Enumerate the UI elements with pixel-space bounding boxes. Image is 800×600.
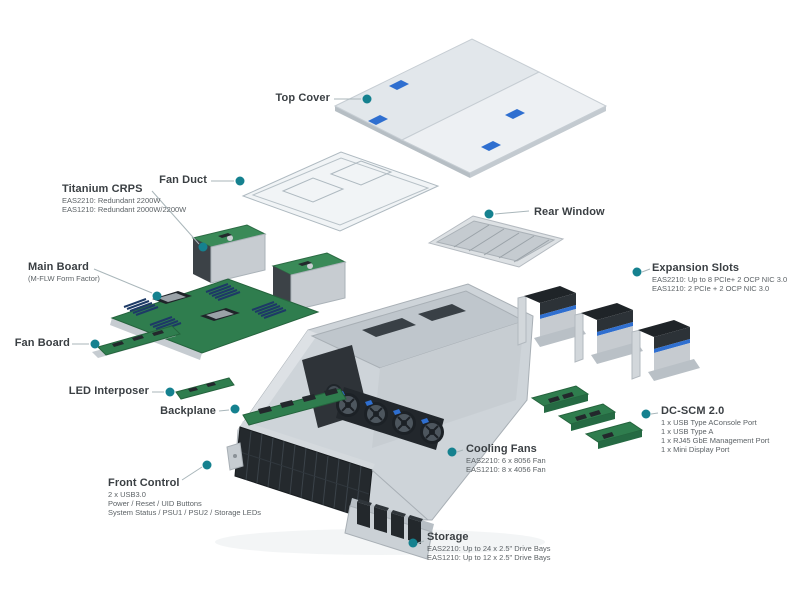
callout-title-storage: Storage [427,531,469,543]
callout-cooling-fans: Cooling Fans EAS2210: 6 x 8056 Fan EAS12… [466,443,596,474]
cover-label-sticker [505,109,525,119]
callout-dc-scm: DC-SCM 2.0 1 x USB Type AConsole Port 1 … [661,405,797,454]
fan-board-illustration [92,325,181,358]
callout-spec-line: EAS2210: Up to 24 x 2.5" Drive Bays [427,544,551,553]
callout-dots [90,94,651,548]
callout-spec-line: EAS2210: Redundant 2200W [62,196,161,205]
callout-backplane: Backplane [146,405,216,418]
callout-expansion-slots: Expansion Slots EAS2210: Up to 8 PCIe+ 2… [652,262,798,293]
callout-dot-backplane [230,404,240,414]
cover-label-sticker [389,80,409,90]
drive-bay-front [234,421,375,520]
dc-scm-illustration [530,385,644,449]
callout-fan-duct: Fan Duct [117,174,207,187]
callout-title-cooling-fans: Cooling Fans [466,443,537,455]
callout-title-front-control: Front Control [108,477,180,489]
callout-dot-fan-duct [235,176,245,186]
dimm-slots [123,283,287,332]
callout-dot-expansion-slots [632,267,642,277]
callout-front-control: Front Control 2 x USB3.0 Power / Reset /… [108,477,318,517]
callout-spec-line: (M-FLW Form Factor) [28,274,100,283]
callout-title-fan-duct: Fan Duct [159,174,207,186]
chassis-illustration [226,283,534,521]
callout-dot-dc-scm [641,409,651,419]
callout-dot-titanium-crps [198,242,208,252]
backplane-illustration [242,388,347,426]
callout-spec-line: EAS2210: Up to 8 PCIe+ 2 OCP NIC 3.0 [652,275,788,284]
cover-label-sticker [481,141,501,151]
callout-title-titanium-crps: Titanium CRPS [62,183,143,195]
callout-title-main-board: Main Board [28,261,89,273]
callout-led-interposer: LED Interposer [59,385,149,398]
callout-fan-board: Fan Board [10,337,70,350]
callout-main-board: Main Board (M-FLW Form Factor) [28,261,178,283]
callout-title-backplane: Backplane [160,405,216,417]
storage-illustration [344,498,434,560]
callout-spec-line: 1 x RJ45 GbE Management Port [661,436,770,445]
callout-spec-line: EAS1210: 8 x 4056 Fan [466,465,546,474]
callout-dot-rear-window [484,209,494,219]
callout-dot-top-cover [362,94,372,104]
callout-top-cover: Top Cover [240,92,330,105]
callout-dot-main-board [152,291,162,301]
callout-spec-line: Power / Reset / UID Buttons [108,499,202,508]
callout-spec-line: 1 x USB Type AConsole Port [661,418,757,427]
led-interposer-illustration [175,377,235,400]
cover-label-sticker [368,115,388,125]
callout-dot-cooling-fans [447,447,457,457]
callout-dot-storage [408,538,418,548]
callout-spec-line: 2 x USB3.0 [108,490,146,499]
callout-titanium-crps: Titanium CRPS EAS2210: Redundant 2200W E… [62,183,252,214]
callout-spec-line: EAS2210: 6 x 8056 Fan [466,456,546,465]
fan-duct-illustration [241,151,440,232]
callout-rear-window: Rear Window [534,206,624,219]
callout-storage: Storage EAS2210: Up to 24 x 2.5" Drive B… [427,531,587,562]
callout-spec-line: 1 x USB Type A [661,427,714,436]
callout-spec-line: EAS1210: Redundant 2000W/2200W [62,205,187,214]
callout-spec-line: EAS1210: 2 PCIe + 2 OCP NIC 3.0 [652,284,770,293]
callout-spec-line: 1 x Mini Display Port [661,445,730,454]
callout-title-fan-board: Fan Board [14,337,70,349]
callout-spec-line: System Status / PSU1 / PSU2 / Storage LE… [108,508,261,517]
callout-dot-led-interposer [165,387,175,397]
callout-title-top-cover: Top Cover [275,92,330,104]
expansion-slots-illustration [517,286,700,381]
callout-spec-line: EAS1210: Up to 12 x 2.5" Drive Bays [427,553,551,562]
callout-leader-lines [72,98,659,544]
callout-title-rear-window: Rear Window [534,206,605,218]
callout-dot-front-control [202,460,212,470]
callout-dot-fan-board [90,339,100,349]
callout-title-led-interposer: LED Interposer [68,385,149,397]
top-cover-illustration [333,38,608,178]
callout-title-dc-scm: DC-SCM 2.0 [661,405,725,417]
callout-title-expansion-slots: Expansion Slots [652,262,740,274]
rear-window-illustration [427,215,565,268]
